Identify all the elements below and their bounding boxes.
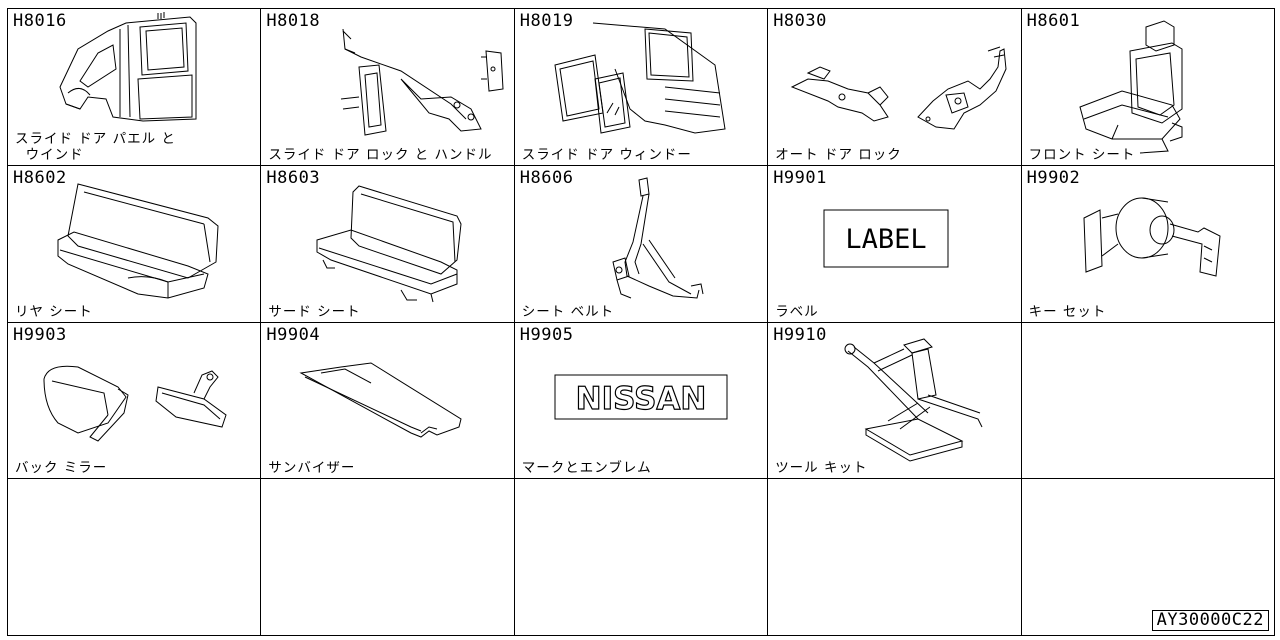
emblem-art-text: NISSAN [575,381,706,417]
part-code: H8030 [773,11,827,31]
part-code: H8016 [13,11,67,31]
part-name: マークとエンブレム [521,460,652,477]
part-name: サンバイザー [268,460,356,477]
jack-tool-icon [768,323,1021,480]
rear-seat-icon [8,166,261,323]
part-code: H9903 [13,324,67,345]
third-seat-icon [261,166,514,323]
catalog-cell-mirror[interactable]: H9903 バック ミラー [8,322,262,480]
mirror-icon [8,323,261,480]
part-code: H8602 [13,167,67,188]
part-name: ラベル [775,303,819,320]
catalog-cell-empty [261,479,515,636]
part-name: スライド ドア ロック と ハンドル [268,146,493,163]
door-lock-handle-icon [261,9,514,166]
part-code: H9902 [1026,167,1081,188]
catalog-cell-empty [1021,322,1275,480]
part-code: H8601 [1026,11,1081,31]
catalog-cell-jack-tool[interactable]: H9910 ツール キット [768,322,1022,480]
parts-catalog-grid: H8016 スライド ドア パエル と ウインド H8018 スライド ドア ロ… [7,8,1275,636]
label-icon: LABEL [768,166,1021,323]
catalog-cell-sun-visor[interactable]: H9904 サンバイザー [261,322,515,480]
door-window-icon [515,9,768,166]
catalog-cell-seat-belt[interactable]: H8606 シート ベルト [514,165,769,323]
catalog-cell-empty: AY30000C22 [1021,479,1275,636]
part-name: シート ベルト [521,303,615,320]
emblem-icon: NISSAN [515,323,768,480]
part-code: H9910 [773,324,827,345]
catalog-cell-auto-door-lock[interactable]: H8030 オート ドア ロック [768,9,1022,166]
catalog-cell-door-lock-handle[interactable]: H8018 スライド ドア ロック と ハンドル [261,9,515,166]
sliding-door-panel-icon [8,9,261,166]
catalog-cell-door-window[interactable]: H8019 スライド ドア ウィンドー [514,9,769,166]
part-name: バック ミラー [15,460,108,477]
catalog-cell-rear-seat[interactable]: H8602 リヤ シート [8,165,262,323]
part-code: H8606 [519,167,574,188]
part-name: ツール キット [775,460,868,477]
catalog-cell-emblem[interactable]: H9905 NISSAN マークとエンブレム [514,322,769,480]
part-name: オート ドア ロック [775,146,902,163]
part-name: サード シート [268,303,361,320]
part-code: H9904 [266,324,321,345]
front-seat-icon [1022,9,1275,166]
part-code: H9905 [519,324,574,345]
catalog-cell-sliding-door-panel[interactable]: H8016 スライド ドア パエル と ウインド [8,9,262,166]
part-code: H8603 [266,167,321,188]
reference-code: AY30000C22 [1151,610,1269,631]
label-art-text: LABEL [846,224,927,255]
seat-belt-icon [515,166,768,323]
auto-door-lock-icon [768,9,1021,166]
part-name: スライド ドア ウィンドー [521,146,692,163]
part-code: H9901 [773,167,827,188]
catalog-cell-key-set[interactable]: H9902 キー セット [1021,165,1275,323]
catalog-cell-label[interactable]: H9901 LABEL ラベル [768,165,1022,323]
catalog-cell-empty [8,479,262,636]
catalog-cell-empty [514,479,769,636]
part-name: キー セット [1028,303,1107,320]
catalog-cell-third-seat[interactable]: H8603 サード シート [261,165,515,323]
part-name: スライド ドア パエル と ウインド [15,130,176,163]
catalog-cell-front-seat[interactable]: H8601 フロント シート [1021,9,1275,166]
catalog-cell-empty [768,479,1022,636]
key-set-icon [1022,166,1275,323]
part-name: フロント シート [1028,146,1136,163]
sun-visor-icon [261,323,514,480]
part-name: リヤ シート [15,303,93,320]
part-code: H8018 [266,11,321,31]
part-code: H8019 [519,11,574,31]
